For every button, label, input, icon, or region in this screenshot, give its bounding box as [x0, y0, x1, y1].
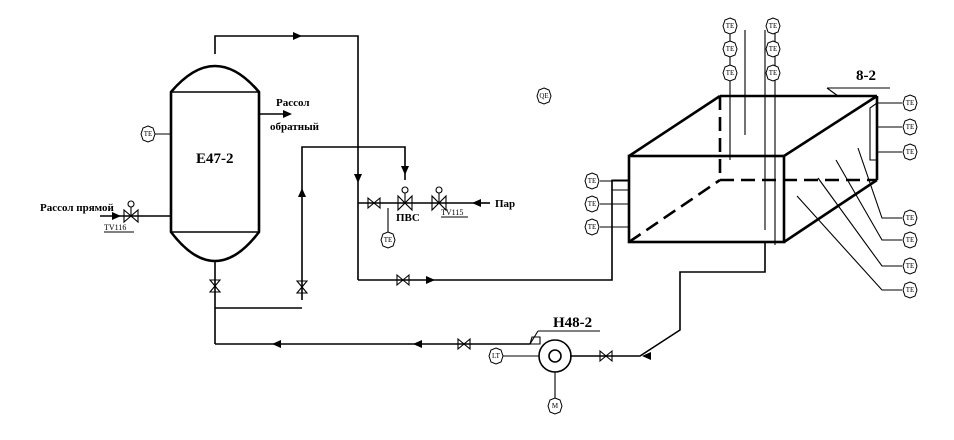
svg-text:TE: TE [769, 69, 778, 77]
tv115-label: TV115 [441, 208, 463, 217]
pump-h48-2 [529, 336, 572, 398]
tank-outlet-line [570, 242, 766, 357]
svg-text:TE: TE [906, 148, 915, 156]
tv116-label: TV116 [104, 223, 126, 232]
steam-label: Пар [495, 198, 515, 210]
brine-direct-label: Рассол прямой [40, 202, 115, 214]
svg-text:TE: TE [588, 200, 597, 208]
vessel-top-line [214, 35, 359, 280]
te-probes-left: TE TE TE [584, 172, 630, 236]
svg-text:TE: TE [144, 130, 153, 138]
lt-tag: LT [488, 347, 539, 365]
pvs-label: ПВС [396, 212, 420, 224]
svg-text:TE: TE [906, 99, 915, 107]
valve-tv115 [431, 186, 447, 212]
vessel-label: Е47-2 [196, 151, 234, 167]
svg-text:TE: TE [726, 45, 735, 53]
pump-label: Н48-2 [553, 315, 592, 331]
tank-label: 8-2 [856, 68, 876, 84]
svg-text:TE: TE [906, 214, 915, 222]
svg-text:M: M [552, 402, 559, 410]
svg-text:TE: TE [588, 177, 597, 185]
qe-tag: QE [536, 87, 552, 105]
svg-text:TE: TE [906, 236, 915, 244]
te-tag-vessel: TE [140, 125, 171, 143]
tank-8-2 [627, 94, 879, 244]
valve-tv116 [123, 200, 139, 224]
svg-text:TE: TE [906, 262, 915, 270]
svg-text:TE: TE [726, 22, 735, 30]
svg-text:TE: TE [384, 236, 393, 244]
svg-text:LT: LT [492, 352, 501, 360]
svg-text:TE: TE [906, 286, 915, 294]
te-probes-lower-right: TE TE TE TE [796, 147, 918, 299]
feed-to-tank-line [358, 180, 613, 281]
te-probes-right: TE TE TE [869, 94, 918, 161]
svg-text:TE: TE [769, 45, 778, 53]
svg-text:TE: TE [588, 223, 597, 231]
brine-return-label-2: обратный [270, 121, 320, 133]
valve-pvs [397, 186, 413, 212]
te-probes-top: TE TE TE TE TE TE [722, 17, 781, 245]
svg-text:TE: TE [769, 22, 778, 30]
svg-text:TE: TE [726, 69, 735, 77]
return-loop-line [301, 146, 406, 280]
brine-return-label-1: Рассол [276, 97, 310, 109]
te-tag-pvs: TE [380, 208, 396, 249]
svg-text:TE: TE [906, 123, 915, 131]
vessel-e47-2: Е47-2 [169, 64, 261, 263]
svg-text:QE: QE [539, 92, 548, 100]
motor: M [547, 397, 563, 415]
